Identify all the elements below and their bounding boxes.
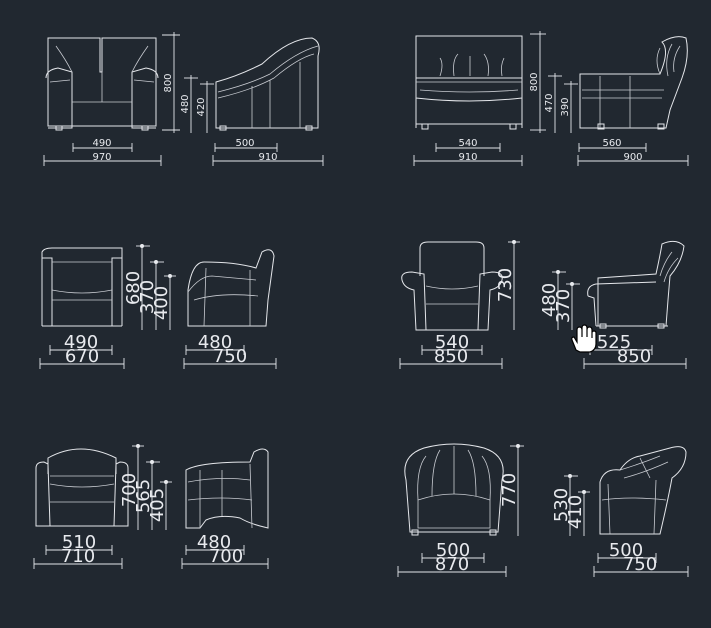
chair5-side-view	[185, 448, 269, 529]
chair5-dimensions: 700 565 405 510 710 480 700	[33, 444, 269, 569]
chair6-arm-height: 410	[565, 495, 586, 529]
chair5-front-view	[35, 448, 129, 527]
sofa1-front-width-inner: 490	[92, 138, 111, 149]
sofa2-front-width-total: 910	[458, 152, 477, 163]
chair4-side-view	[587, 240, 685, 329]
sofa1-front-view	[45, 37, 159, 131]
chair5-side-depth-total: 700	[209, 546, 243, 567]
chair5-height-total: 700	[119, 473, 140, 507]
sofa2-height-total: 800	[529, 72, 540, 91]
chair4-side-depth-total: 850	[617, 346, 651, 367]
hand-pointer-icon	[571, 324, 597, 353]
sofa1-side-depth-total: 910	[258, 152, 277, 163]
chair3-side-depth-inner: 480	[198, 332, 232, 353]
chair3-seat-height: 370	[137, 280, 158, 314]
chair4-side-depth-inner: 525	[597, 332, 631, 353]
sofa2-side-view	[579, 36, 688, 130]
sofa1-front-width-total: 970	[92, 152, 111, 163]
chair3-arm-height: 400	[151, 286, 172, 320]
chair5-side-depth-inner: 480	[197, 532, 231, 553]
sofa2-side-depth-inner: 560	[602, 138, 621, 149]
sofa1-side-depth-inner: 500	[235, 138, 254, 149]
chair5-front-width-inner: 510	[62, 532, 96, 553]
sofa1-arm-height: 420	[196, 97, 207, 116]
chair3-side-view	[187, 249, 275, 327]
chair6-front-width-total: 870	[435, 554, 469, 575]
chair6-side-view	[599, 446, 687, 535]
chair4-dimensions: 730 480 370 540 850 525 850	[399, 240, 687, 369]
sofa1-side-view	[215, 37, 320, 131]
chair6-side-depth-total: 750	[623, 554, 657, 575]
chair4-height-total: 730	[495, 268, 516, 302]
chair5-seat-height: 565	[133, 479, 154, 513]
sofa2-side-depth-total: 900	[623, 152, 642, 163]
chair3-front-width-total: 670	[65, 346, 99, 367]
chair4-seat-height: 480	[539, 283, 560, 317]
sofa2-dimensions: 800 470 390 540 910 560 900	[413, 31, 689, 166]
chair6-height-total: 770	[499, 473, 520, 507]
chair3-height-total: 680	[123, 271, 144, 305]
chair3-dimensions: 680 370 400 490 670 480 750	[39, 244, 277, 369]
chair4-front-view	[401, 241, 503, 331]
sofa1-seat-height: 480	[180, 94, 191, 113]
chair6-dimensions: 770 530 410 500 870 500 750	[397, 444, 689, 577]
chair3-front-width-inner: 490	[64, 332, 98, 353]
chair3-side-depth-total: 750	[213, 346, 247, 367]
chair6-front-view	[404, 443, 504, 536]
chair3-front-view	[41, 247, 123, 327]
sofa2-arm-height: 390	[560, 97, 571, 116]
chair5-arm-height: 405	[147, 488, 168, 522]
chair4-arm-height: 370	[553, 289, 574, 323]
chair4-front-width-inner: 540	[435, 332, 469, 353]
chair4-front-width-total: 850	[434, 346, 468, 367]
sofa2-front-view	[415, 35, 523, 130]
chair6-side-depth-inner: 500	[609, 540, 643, 561]
chair6-seat-height: 530	[551, 488, 572, 522]
chair5-front-width-total: 710	[61, 546, 95, 567]
sofa2-front-width-inner: 540	[458, 138, 477, 149]
chair6-front-width-inner: 500	[436, 540, 470, 561]
sofa1-dimensions: 800 480 420 490 970 500 910	[43, 32, 324, 166]
sofa2-seat-height: 470	[544, 93, 555, 112]
sofa1-height-total: 800	[163, 73, 174, 92]
